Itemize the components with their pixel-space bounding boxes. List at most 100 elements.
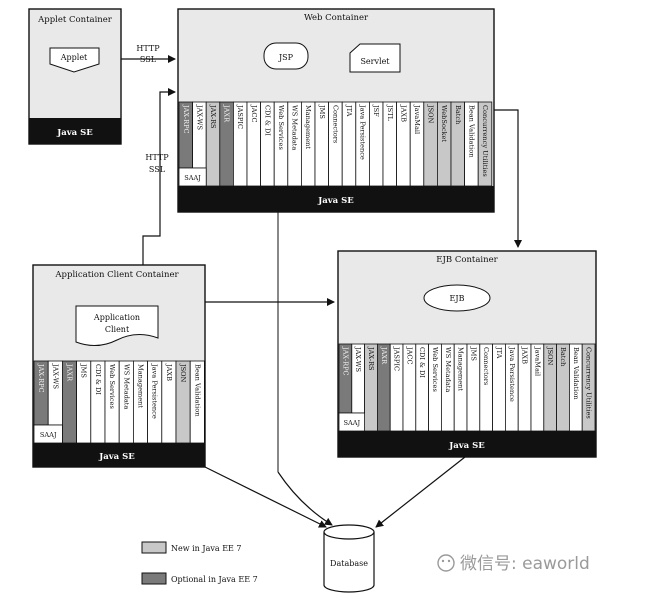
legend-optional-label: Optional in Java EE 7 (171, 575, 258, 584)
ejb-api-jax-rpc: JAX-RPC (338, 343, 353, 414)
svg-text:JAXR: JAXR (66, 363, 74, 382)
ejb-api-javamail: JavaMail (530, 343, 545, 432)
applet-container: Applet Container Applet Java SE (28, 8, 122, 145)
app-client-api-jaxb: JAXB (161, 360, 177, 444)
svg-text:WS Metadata: WS Metadata (291, 105, 299, 150)
svg-text:JMS: JMS (469, 346, 477, 361)
svg-text:Web Services: Web Services (431, 347, 439, 392)
connections (121, 55, 522, 528)
client-web-protocol-line1: HTTP (145, 153, 169, 162)
web-to-ejb-arrow (494, 109, 522, 248)
client-to-db-arrow (204, 466, 327, 528)
app-client-api-cdi-and-di: CDI & DI (90, 360, 106, 444)
svg-text:JASPIC: JASPIC (393, 346, 401, 371)
ejb-api-jaspic: JASPIC (389, 343, 404, 432)
svg-text:Java Persistence: Java Persistence (359, 104, 367, 160)
database-label: Database (330, 559, 368, 568)
svg-text:JSON: JSON (546, 346, 554, 366)
svg-text:SAAJ: SAAJ (343, 419, 360, 427)
web-api-jaxr: JAXR (219, 101, 234, 187)
applet-component-label: Applet (60, 53, 88, 62)
svg-text:Bean Validation: Bean Validation (572, 347, 580, 400)
app-client-api-jax-rpc: JAX-RPC (33, 360, 49, 426)
web-java-se-label: Java SE (317, 196, 354, 206)
web-api-bean-validation: Bean Validation (464, 101, 479, 187)
ejb-api-jax-rs: JAX-RS (364, 343, 378, 432)
svg-text:JAX-RPC: JAX-RPC (37, 363, 45, 393)
app-client-java-se-label: Java SE (98, 452, 135, 462)
svg-text:SAAJ: SAAJ (184, 174, 201, 182)
applet-web-protocol-line2: SSL (140, 55, 157, 64)
web-api-web-services: Web Services (273, 101, 289, 187)
web-api-websocket: WebSocket (436, 101, 452, 187)
svg-text:Bean Validation: Bean Validation (467, 105, 475, 158)
jsp-component-shape (263, 42, 309, 70)
svg-text:Web Services: Web Services (108, 364, 116, 409)
ejb-api-json: JSON (543, 343, 557, 432)
app-client-container-title: Application Client Container (54, 270, 179, 280)
web-api-jax-rs: JAX-RS (205, 101, 221, 187)
svg-text:Java Persistence: Java Persistence (508, 346, 516, 402)
svg-text:JAXR: JAXR (223, 104, 231, 123)
svg-text:Web Services: Web Services (277, 105, 285, 150)
ejb-container-title: EJB Container (436, 255, 498, 265)
svg-text:JAXR: JAXR (380, 346, 388, 365)
ejb-api-jaxr: JAXR (376, 343, 391, 432)
ejb-java-se-label: Java SE (448, 441, 485, 451)
web-api-concurrency-utilities: Concurrency Utilities (477, 101, 493, 187)
web-api-connectors: Connectors (328, 101, 343, 187)
ejb-component-shape (423, 284, 491, 312)
web-container-title: Web Container (304, 13, 369, 23)
web-api-jsf: JSF (368, 101, 384, 187)
app-client-container: Application Client Container Application… (32, 264, 206, 468)
svg-text:JAX-RPC: JAX-RPC (341, 346, 349, 376)
svg-text:Concurrency Utilities: Concurrency Utilities (481, 105, 489, 177)
watermark-text: 微信号: eaworld (460, 554, 590, 574)
app-client-api-ws-metadata: WS Metadata (118, 360, 134, 444)
application-client-label-line1: Application (93, 313, 140, 322)
applet-web-protocol-line1: HTTP (136, 44, 160, 53)
watermark: 微信号: eaworld (437, 554, 590, 574)
app-client-api-bean-validation: Bean Validation (189, 360, 205, 444)
svg-text:CDI & DI: CDI & DI (263, 105, 271, 136)
database: Database (323, 524, 375, 593)
svg-text:Connectors: Connectors (331, 105, 339, 144)
ejb-api-saaj: SAAJ (338, 412, 366, 432)
web-api-jax-ws: JAX-WS (192, 101, 207, 169)
ejb-api-ws-metadata: WS Metadata (440, 343, 455, 432)
svg-text:JACC: JACC (250, 104, 258, 122)
servlet-component-shape (349, 43, 401, 73)
svg-text:JTA: JTA (495, 346, 503, 359)
svg-text:Management: Management (457, 347, 465, 391)
svg-text:Batch: Batch (559, 347, 567, 367)
application-client-component-shape (75, 305, 159, 346)
svg-text:JAX-RPC: JAX-RPC (182, 104, 190, 134)
web-api-batch: Batch (450, 101, 466, 187)
ejb-component-label: EJB (450, 294, 465, 303)
web-api-jstl: JSTL (382, 101, 398, 187)
app-client-api-web-services: Web Services (104, 360, 120, 444)
servlet-component-label: Servlet (360, 57, 390, 66)
svg-text:Java Persistence: Java Persistence (151, 363, 159, 419)
web-api-jax-rpc: JAX-RPC (178, 101, 194, 169)
applet-java-se-bar (29, 118, 121, 144)
svg-text:JMS: JMS (80, 363, 88, 378)
ejb-api-bean-validation: Bean Validation (569, 343, 583, 432)
svg-text:CDI & DI: CDI & DI (94, 364, 102, 395)
ejb-api-connectors: Connectors (479, 343, 493, 432)
legend-new-label: New in Java EE 7 (171, 544, 242, 553)
jsp-component-label: JSP (278, 53, 294, 62)
web-api-javamail: JavaMail (409, 101, 425, 187)
svg-text:Bean Validation: Bean Validation (193, 364, 201, 417)
ejb-api-jax-ws: JAX-WS (351, 343, 365, 414)
web-api-java-persistence: Java Persistence (355, 101, 370, 187)
ejb-api-jta: JTA (492, 343, 506, 432)
svg-text:Management: Management (137, 364, 145, 408)
web-api-cdi-and-di: CDI & DI (260, 101, 275, 187)
svg-text:Management: Management (304, 105, 312, 149)
app-client-api-java-persistence: Java Persistence (147, 360, 163, 444)
